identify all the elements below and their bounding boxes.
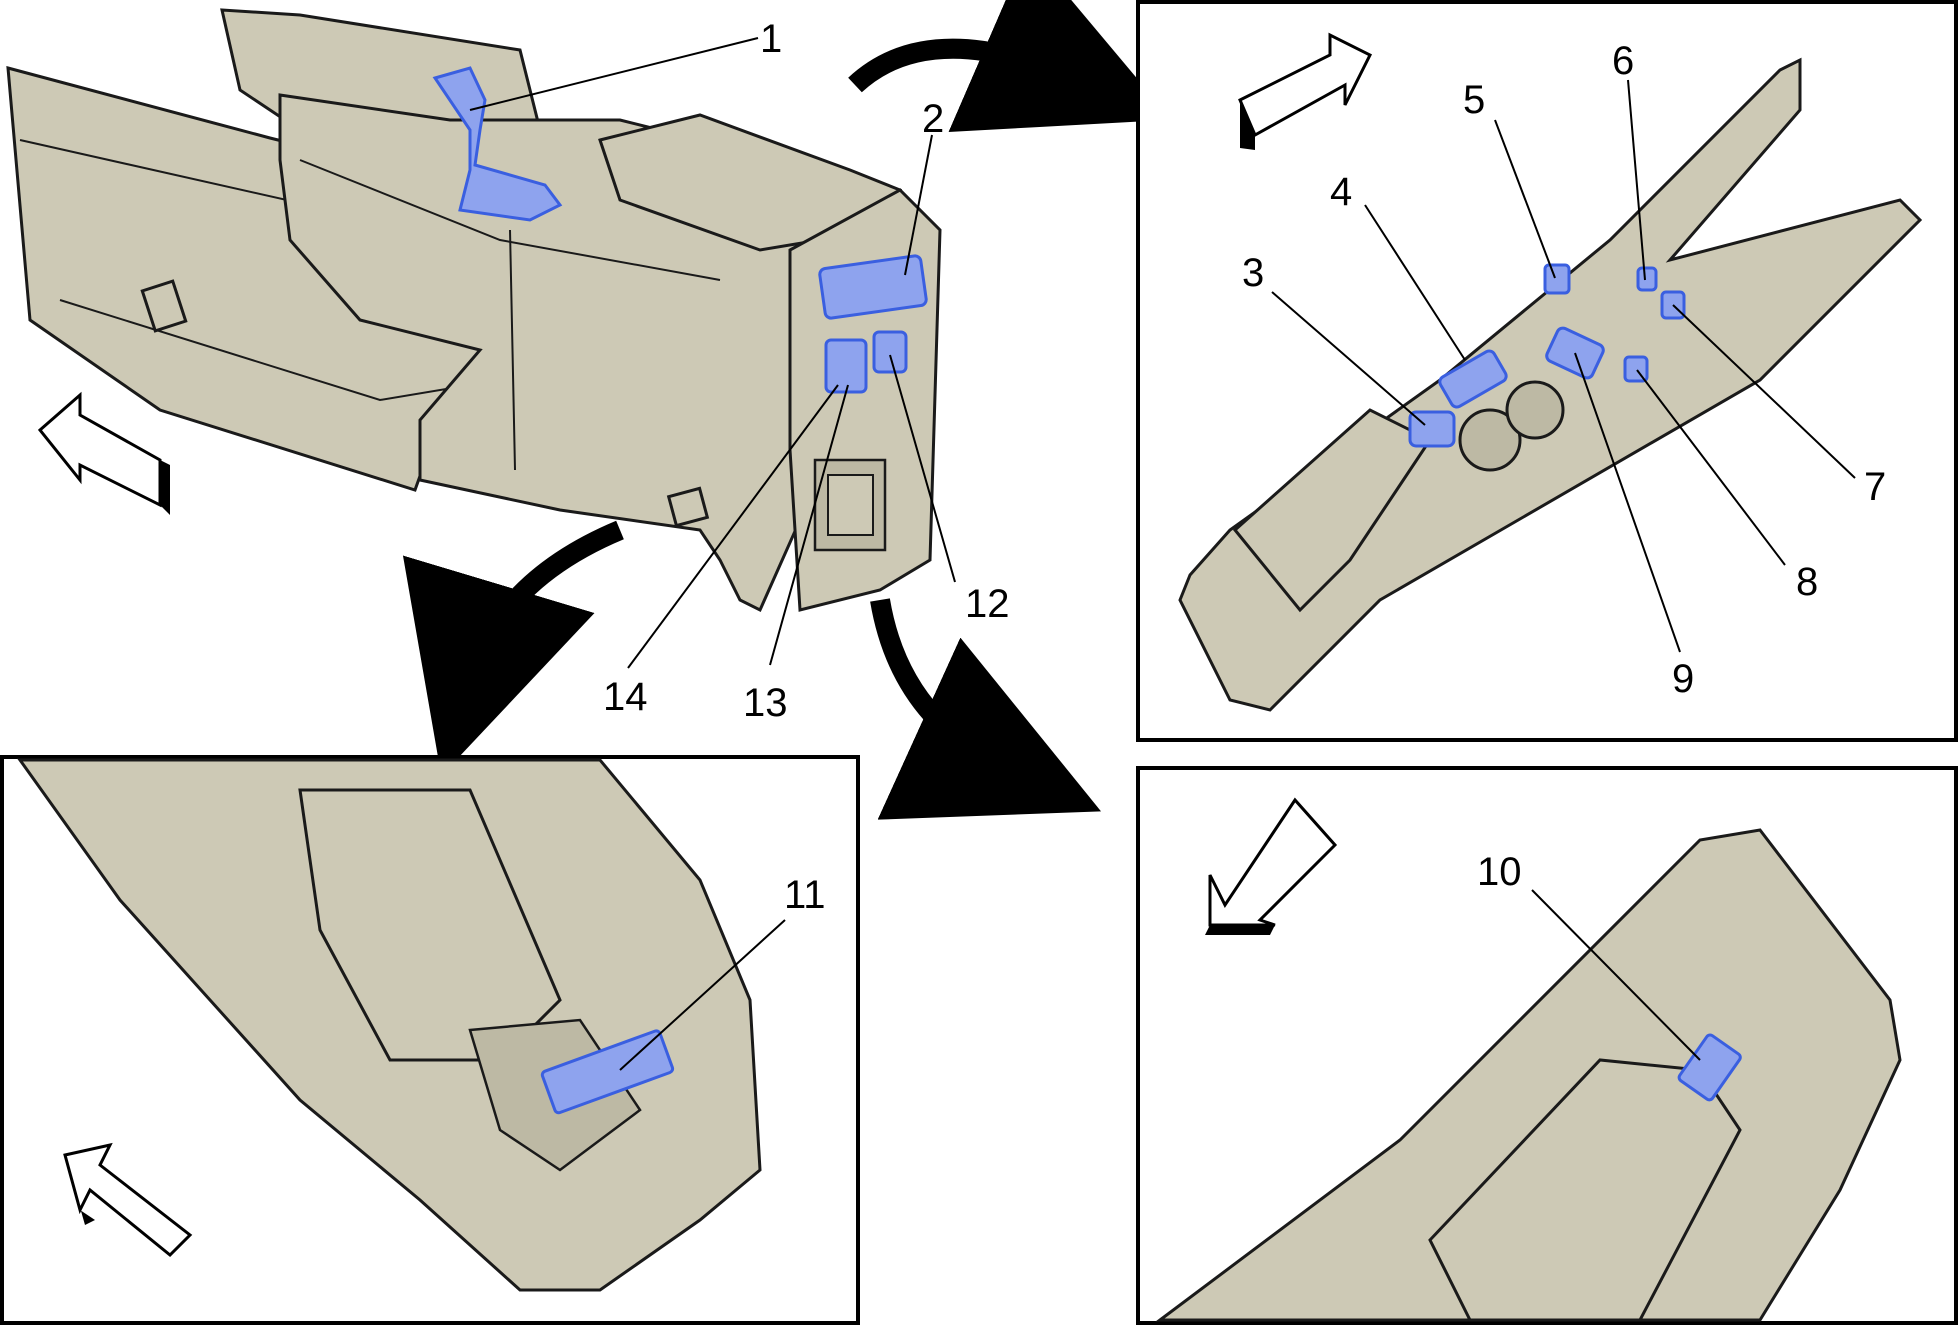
detail-frame-bottom-left — [0, 755, 860, 1325]
detail-frame-top-right — [1136, 0, 1958, 742]
callout-11: 11 — [784, 873, 826, 917]
curved-arrow-icon — [403, 520, 624, 776]
callout-13: 13 — [743, 681, 788, 725]
callout-labels: 1 2 3 4 5 6 7 8 9 10 11 12 13 14 — [603, 17, 1886, 917]
main-console-overview — [6, 8, 942, 613]
highlight-5 — [1543, 263, 1571, 295]
callout-8: 8 — [1796, 560, 1818, 604]
callout-10: 10 — [1477, 850, 1522, 894]
curved-arrow-icon — [870, 598, 1102, 820]
rear-outlet-left-highlight — [824, 338, 868, 394]
shift-lever-highlight — [432, 66, 563, 222]
curved-arrow-icon — [848, 0, 1172, 133]
rear-outlet-right-highlight — [872, 330, 908, 374]
armrest-top — [1232, 408, 1433, 613]
highlight-4 — [1438, 349, 1508, 409]
detail-frame-bottom-right — [1136, 766, 1958, 1325]
side-panel-clip — [140, 279, 188, 333]
callout-4: 4 — [1330, 170, 1352, 214]
cupholder — [1505, 380, 1565, 440]
console-seam — [509, 229, 516, 471]
rear-storage-slot-inner — [827, 474, 874, 536]
console-contour — [299, 159, 721, 281]
highlight-6 — [1636, 266, 1658, 292]
direction-arrow-icon — [1205, 797, 1338, 935]
callout-6: 6 — [1612, 39, 1634, 83]
lower-side-clip — [666, 486, 710, 528]
direction-arrow-icon — [1238, 32, 1373, 150]
callout-5: 5 — [1463, 78, 1485, 122]
callout-3: 3 — [1242, 251, 1264, 295]
callout-2: 2 — [922, 97, 944, 141]
cupholder — [1458, 408, 1522, 472]
leader-lines — [469, 37, 1856, 1071]
callout-7: 7 — [1864, 465, 1886, 509]
console-rear-open-view — [1155, 828, 1902, 1322]
callout-1: 1 — [760, 17, 782, 61]
direction-arrow-icon — [63, 1142, 193, 1258]
highlight-10 — [1677, 1033, 1742, 1102]
rear-bin — [1428, 1058, 1742, 1322]
callout-12: 12 — [965, 582, 1010, 626]
rear-climate-control-highlight — [818, 254, 928, 320]
callout-9: 9 — [1672, 657, 1694, 701]
callout-14: 14 — [603, 675, 648, 719]
direction-arrow-icon — [37, 391, 170, 515]
